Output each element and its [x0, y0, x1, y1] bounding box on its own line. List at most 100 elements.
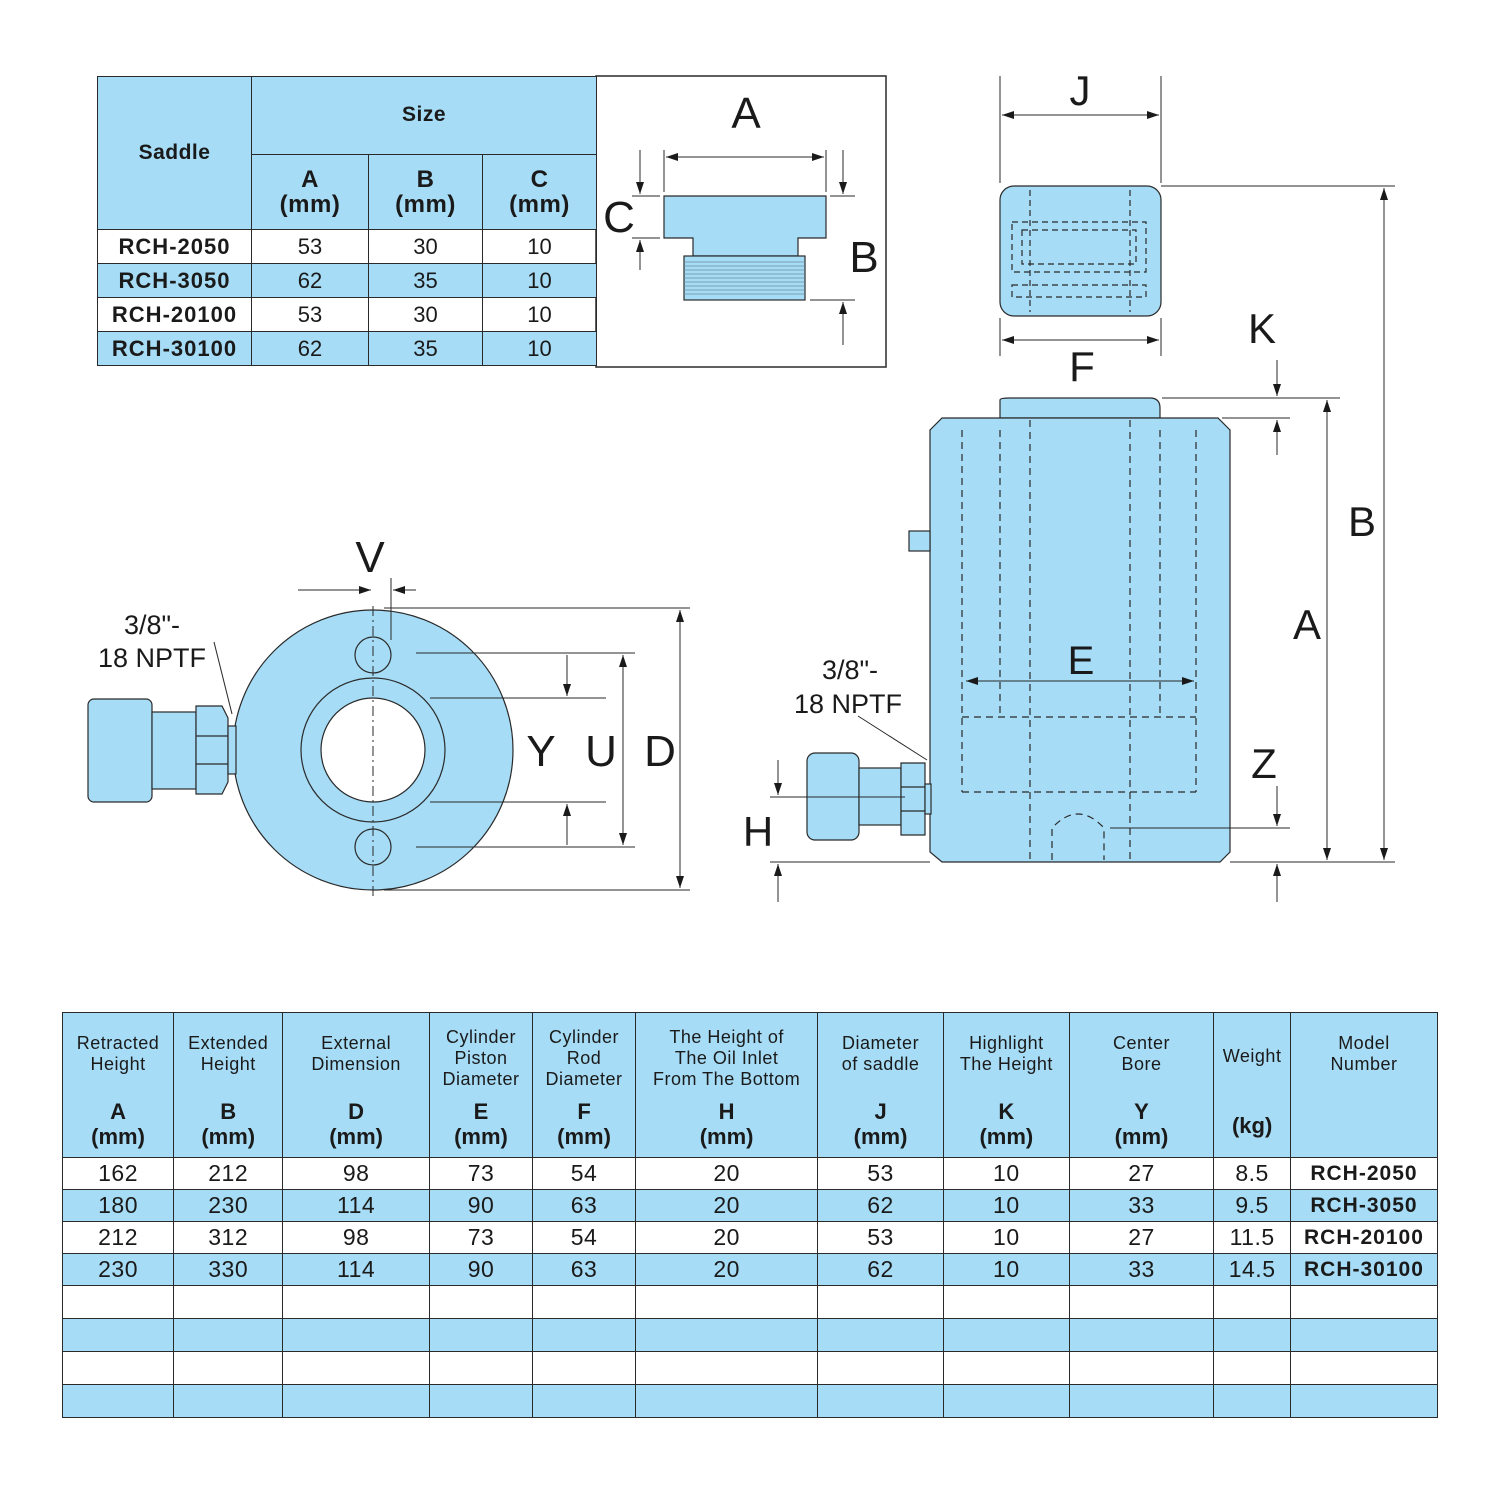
value-cell [942, 1285, 1070, 1319]
spec-col-label-line: Retracted [76, 1033, 160, 1053]
value-cell: 35 [368, 263, 483, 298]
value-cell [173, 1285, 284, 1319]
top-dim-u-label: U [585, 727, 617, 776]
saddle-drawing [632, 150, 855, 345]
value-cell [173, 1318, 284, 1352]
spec-col-label-line: The Height of [669, 1027, 784, 1047]
spec-col-label-line: Bore [1121, 1054, 1162, 1074]
top-view-drawing [87, 578, 690, 896]
spec-col-label-line: Highlight [969, 1033, 1044, 1053]
spec-col-label-line: The Height [959, 1054, 1053, 1074]
spec-col-label-line: Height [90, 1054, 146, 1074]
value-cell: 114 [282, 1253, 430, 1286]
value-cell: 10 [942, 1189, 1070, 1222]
col-a-header: A (mm) [251, 153, 369, 230]
value-cell: 312 [173, 1221, 284, 1254]
value-cell: 20 [635, 1221, 819, 1254]
spec-col-symbol: D(mm) [329, 1099, 383, 1149]
spec-col-symbol: B(mm) [201, 1099, 256, 1149]
value-cell: 73 [428, 1221, 534, 1254]
value-cell: 27 [1068, 1157, 1215, 1190]
value-cell: 20 [635, 1253, 819, 1286]
value-cell: 20 [635, 1157, 819, 1190]
spec-col-label-line: Number [1330, 1054, 1398, 1074]
value-cell [532, 1351, 637, 1385]
value-cell [635, 1384, 819, 1418]
value-cell: 63 [532, 1253, 637, 1286]
saddle-dim-a-label: A [731, 89, 761, 138]
spec-col-label-line: of saddle [841, 1054, 920, 1074]
spec-col-symbol: H(mm) [699, 1099, 754, 1149]
spec-col-symbol: J(mm) [853, 1099, 908, 1149]
value-cell: 90 [428, 1189, 534, 1222]
value-cell: 230 [173, 1189, 284, 1222]
value-cell: 330 [173, 1253, 284, 1286]
spec-col-symbol: (kg) [1231, 1113, 1273, 1138]
model-cell [1289, 1351, 1439, 1385]
spec-col-label-line: Piston [454, 1048, 508, 1068]
side-port-label-line1: 3/8"- [822, 655, 878, 685]
value-cell [61, 1351, 175, 1385]
value-cell: 54 [532, 1221, 637, 1254]
value-cell: 27 [1068, 1221, 1215, 1254]
side-dim-z-label: Z [1251, 740, 1277, 787]
value-cell [1213, 1384, 1291, 1418]
value-cell: 10 [942, 1253, 1070, 1286]
value-cell [942, 1318, 1070, 1352]
spec-col-label-line: Extended [188, 1033, 269, 1053]
model-cell: RCH-30100 [1289, 1253, 1439, 1286]
value-cell [282, 1351, 430, 1385]
model-cell: RCH-3050 [1289, 1189, 1439, 1222]
value-cell [173, 1384, 284, 1418]
saddle-dim-b-label: B [849, 233, 878, 282]
value-cell: 212 [61, 1221, 175, 1254]
model-cell: RCH-30100 [97, 331, 252, 366]
value-cell [428, 1285, 534, 1319]
value-cell [532, 1318, 637, 1352]
value-cell: 11.5 [1213, 1221, 1291, 1254]
value-cell: 114 [282, 1189, 430, 1222]
spec-col-label-line: Dimension [311, 1054, 401, 1074]
spec-col-label-line: External [321, 1033, 392, 1053]
value-cell: 63 [532, 1189, 637, 1222]
side-dim-e-label: E [1068, 639, 1095, 683]
value-cell [61, 1285, 175, 1319]
value-cell [1068, 1384, 1215, 1418]
value-cell: 90 [428, 1253, 534, 1286]
spec-col-symbol: K(mm) [979, 1099, 1034, 1149]
value-cell [428, 1351, 534, 1385]
model-cell [1289, 1384, 1439, 1418]
saddle-dim-c-label: C [603, 193, 635, 242]
value-cell: 35 [368, 331, 483, 366]
table-row [61, 1318, 1439, 1352]
side-dim-f-label: F [1069, 343, 1095, 390]
value-cell: 62 [817, 1189, 944, 1222]
value-cell: 54 [532, 1157, 637, 1190]
table-row: RCH-20100 53 30 10 [97, 297, 597, 332]
side-port-label-line2: 18 NPTF [794, 689, 902, 719]
value-cell: 53 [251, 229, 369, 264]
spec-col-label-line: Height [200, 1054, 256, 1074]
value-cell [635, 1285, 819, 1319]
col-b-header: B (mm) [368, 153, 483, 230]
saddle-header: Saddle [97, 76, 252, 230]
spec-col-label-line: Cylinder [445, 1027, 516, 1047]
value-cell [532, 1384, 637, 1418]
value-cell [61, 1384, 175, 1418]
side-dim-h-label: H [743, 808, 773, 855]
